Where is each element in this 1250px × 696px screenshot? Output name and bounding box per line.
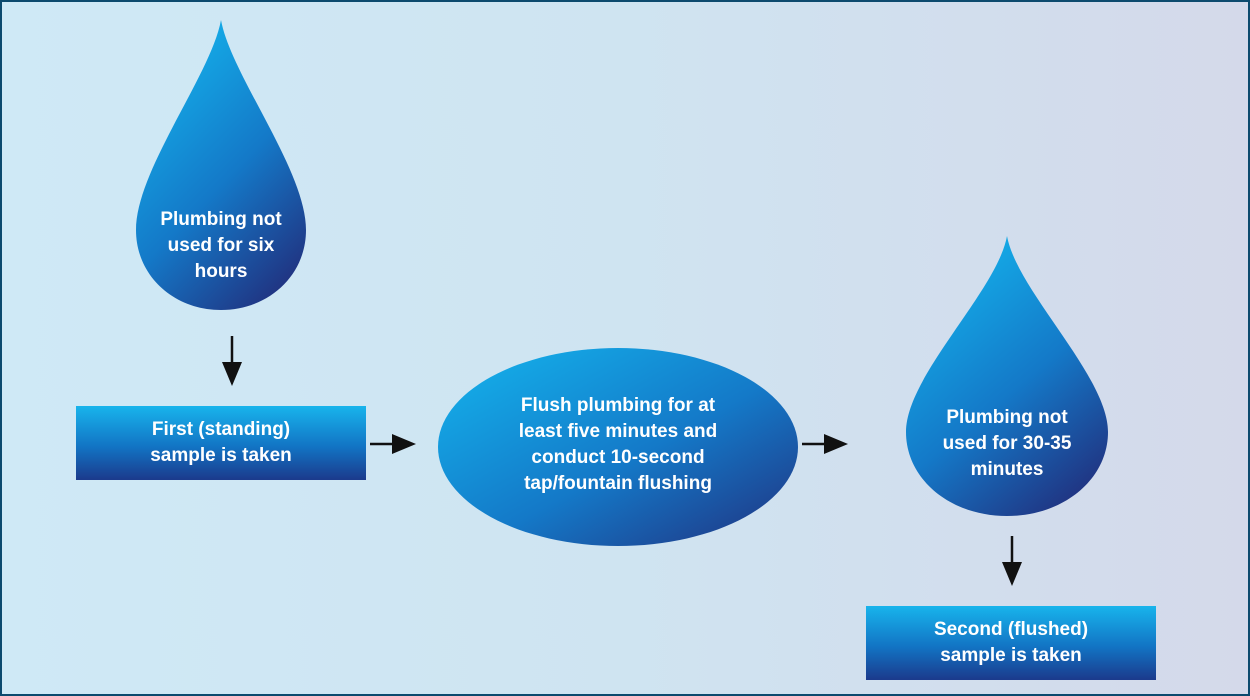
drop-thirty-minutes-line-1: Plumbing not [946,407,1068,428]
arrow-down-2 [1002,536,1022,586]
drop-thirty-minutes-label: Plumbing not used for 30-35 minutes [906,396,1108,492]
flush-step-line-3: conduct 10-second [531,447,705,468]
drop-six-hours-line-3: hours [194,261,248,282]
drop-thirty-minutes-shape [906,236,1108,516]
first-sample-line-1: First (standing) [151,419,291,440]
flush-step-line-2: least five minutes and [518,421,718,442]
flush-step-line-4: tap/fountain flushing [524,473,712,494]
drop-six-hours-line-2: used for six [167,235,275,256]
drop-thirty-minutes-line-3: minutes [970,459,1044,480]
drop-six-hours-label: Plumbing not used for six hours [136,198,306,294]
arrow-right-2 [802,434,848,454]
first-sample-line-2: sample is taken [150,445,292,466]
drop-thirty-minutes-line-2: used for 30-35 [942,433,1072,454]
first-sample-box: First (standing) sample is taken [76,406,366,480]
second-sample-box: Second (flushed) sample is taken [866,606,1156,680]
arrow-down-1 [222,336,242,386]
drop-six-hours-line-1: Plumbing not [160,209,282,230]
flush-step-shape [438,348,798,546]
drop-six-hours-shape [136,20,306,310]
flush-step-line-1: Flush plumbing for at [520,395,716,416]
arrow-right-1 [370,434,416,454]
second-sample-line-1: Second (flushed) [933,619,1089,640]
second-sample-line-2: sample is taken [940,645,1082,666]
flush-step-label: Flush plumbing for at least five minutes… [438,380,798,510]
